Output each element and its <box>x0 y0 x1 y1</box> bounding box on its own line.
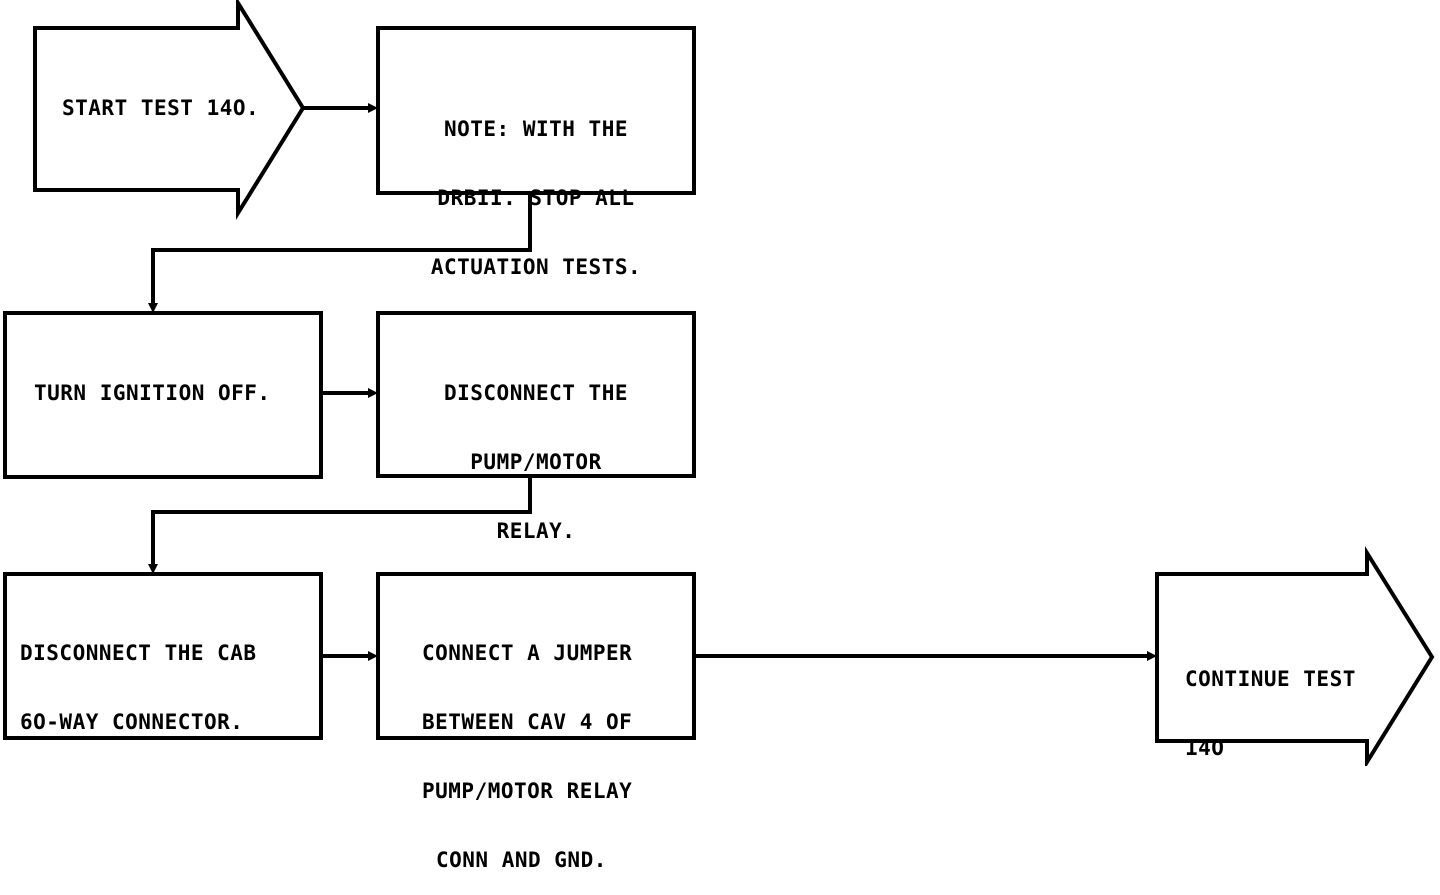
continue-line-1: CONTINUE TEST <box>1185 667 1356 691</box>
start-label: START TEST 14O. <box>62 96 260 120</box>
arrowhead-relay <box>368 388 378 398</box>
relay-line-1: DISCONNECT THE <box>443 381 628 405</box>
jumper-line-4: CONN AND GND. <box>436 848 607 872</box>
connector-relay-to-cab <box>151 476 532 566</box>
arrowhead-note <box>368 103 378 113</box>
jumper-line-2: BETWEEN CAV 4 OF <box>422 710 633 734</box>
note-line-3: ACTUATION TESTS. <box>430 255 642 279</box>
jumper-line-3: PUMP/MOTOR RELAY <box>422 779 633 803</box>
note-label: NOTE: WITH THE DRBII. STOP ALL ACTUATION… <box>400 72 672 302</box>
flowchart-canvas <box>3 0 1435 766</box>
continue-label: CONTINUE TEST 14O <box>1185 622 1356 783</box>
arrowhead-jumper <box>368 651 378 661</box>
arrowhead-cab <box>148 564 158 574</box>
jumper-line-1: CONNECT A JUMPER <box>422 641 633 665</box>
arrowhead-ignition <box>148 303 158 313</box>
cab-line-1: DISCONNECT THE CAB <box>20 641 257 665</box>
relay-label: DISCONNECT THE PUMP/MOTOR RELAY. <box>400 336 672 566</box>
connector-note-to-ignition <box>151 193 532 305</box>
continue-arrow-shape <box>1155 546 1435 766</box>
cab-label: DISCONNECT THE CAB 6O-WAY CONNECTOR. <box>20 596 257 757</box>
arrowhead-continue <box>1147 651 1157 661</box>
note-box <box>376 26 696 195</box>
note-line-2: DRBII. STOP ALL <box>437 186 635 210</box>
note-line-1: NOTE: WITH THE <box>443 117 628 141</box>
jumper-label: CONNECT A JUMPER BETWEEN CAV 4 OF PUMP/M… <box>422 596 632 895</box>
relay-line-3: RELAY. <box>496 519 576 543</box>
cab-line-2: 6O-WAY CONNECTOR. <box>20 710 244 734</box>
ignition-box <box>3 311 323 479</box>
continue-line-2: 14O <box>1185 736 1225 760</box>
relay-box <box>376 311 696 478</box>
ignition-label: TURN IGNITION OFF. <box>34 381 271 405</box>
relay-line-2: PUMP/MOTOR <box>470 450 602 474</box>
start-arrow-shape <box>33 0 306 221</box>
cab-connector-box <box>3 572 323 740</box>
